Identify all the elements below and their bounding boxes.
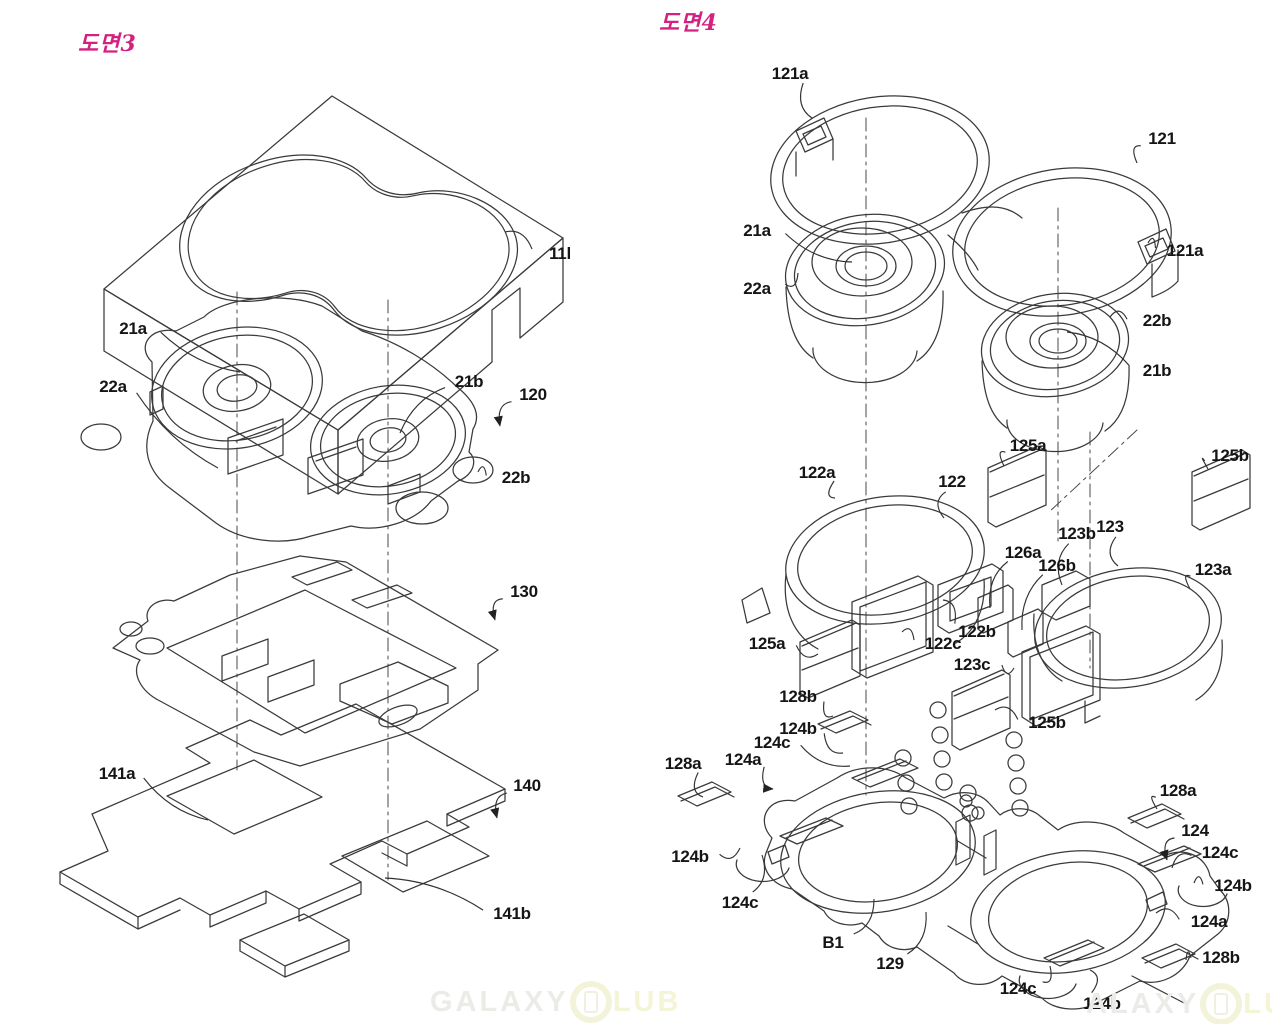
part-label-22a: 22a (743, 279, 771, 298)
watermark-galaxyclub-left: GALAXY LUB (430, 981, 681, 1023)
part-label-129: 129 (876, 954, 903, 973)
part-label-122a: 122a (799, 463, 836, 482)
part-label-21b: 21b (455, 372, 483, 391)
part-label-126a: 126a (1005, 543, 1042, 562)
part-label-11l: 11l (549, 244, 571, 263)
part-label-124b: 124b (1214, 876, 1252, 895)
leader-line-120 (499, 402, 511, 426)
part-label-141b: 141b (493, 904, 531, 923)
part-label-125a: 125a (1010, 436, 1047, 455)
part-label-22a: 22a (99, 377, 127, 396)
leader-line-22b (1110, 311, 1127, 319)
leader-line-121 (1134, 146, 1141, 163)
leader-line-124c (1172, 854, 1192, 868)
leader-line-126b (1022, 575, 1043, 630)
part-label-123: 123 (1096, 517, 1123, 536)
part-label-121a: 121a (1167, 241, 1204, 260)
part-label-B1: B1 (822, 933, 843, 952)
watermark-text-accent: LUB (613, 986, 682, 1019)
phone-in-circle-icon (1200, 983, 1242, 1024)
part-label-126b: 126b (1038, 556, 1076, 575)
part-label-125b: 125b (1211, 446, 1249, 465)
leader-line-122a (829, 481, 835, 498)
part-label-124a: 124a (725, 750, 762, 769)
part-label-124c: 124c (722, 893, 759, 912)
leader-line-124a (763, 767, 773, 789)
leader-line-125b (995, 707, 1018, 719)
part-label-125b: 125b (1028, 713, 1066, 732)
figure3-drawing (60, 96, 563, 977)
part-label-121: 121 (1148, 129, 1175, 148)
leader-line-22b (478, 467, 486, 476)
part-label-22b: 22b (1143, 311, 1171, 330)
leader-line-124b (720, 848, 740, 858)
leader-line-141b (385, 878, 483, 910)
leader-line-124c (753, 855, 765, 892)
watermark-text-accent: LUB (1243, 988, 1272, 1021)
leader-line-122c (902, 629, 914, 640)
leader-line-B1 (854, 899, 874, 934)
part-label-21b: 21b (1143, 361, 1171, 380)
part-label-124c: 124c (1202, 843, 1239, 862)
part-label-121a: 121a (772, 64, 809, 83)
part-label-21a: 21a (743, 221, 771, 240)
leader-line-124b (1194, 877, 1203, 885)
part-label-123a: 123a (1195, 560, 1232, 579)
leader-line-123c (1002, 665, 1014, 674)
part-label-124: 124 (1181, 821, 1209, 840)
ball-bearings (895, 702, 1028, 821)
part-label-122b: 122b (958, 622, 996, 641)
part-label-122: 122 (938, 472, 965, 491)
figure4-drawing (678, 81, 1250, 1009)
leader-line-128b (824, 702, 833, 717)
part-label-128a: 128a (1160, 781, 1197, 800)
phone-in-circle-icon (570, 981, 612, 1023)
part-label-123b: 123b (1058, 524, 1096, 543)
part-label-22b: 22b (502, 468, 530, 487)
watermark-galaxyclub-right: ALAXY LUB (1086, 983, 1272, 1024)
part-label-123c: 123c (954, 655, 991, 674)
figure3-labels: 11l 21a 22a 21b 120 22b 130 141a 140 141b (99, 231, 571, 923)
part-label-125a: 125a (749, 634, 786, 653)
part-label-128b: 128b (779, 687, 817, 706)
part-label-124c: 124c (1000, 979, 1037, 998)
part-label-140: 140 (513, 776, 540, 795)
part-label-21a: 21a (119, 319, 147, 338)
part-label-120: 120 (519, 385, 546, 404)
part-label-124b: 124b (671, 847, 709, 866)
watermark-text-gray: ALAXY (1086, 988, 1199, 1021)
part-label-141a: 141a (99, 764, 136, 783)
part-label-128a: 128a (665, 754, 702, 773)
leader-line-124c (1043, 966, 1051, 982)
leader-line-124b (824, 733, 843, 753)
leader-line-124a (1156, 909, 1179, 920)
leader-line-124c (801, 745, 850, 766)
leader-line-124 (1165, 838, 1175, 860)
part-label-122c: 122c (925, 634, 962, 653)
leader-line-130 (493, 599, 503, 620)
leader-line-125a (1000, 452, 1005, 466)
leader-line-121a (801, 83, 812, 118)
part-label-130: 130 (510, 582, 537, 601)
part-label-124a: 124a (1191, 912, 1228, 931)
watermark-text-gray: GALAXY (430, 986, 569, 1019)
leader-line-123 (1110, 537, 1118, 566)
part-label-128b: 128b (1202, 948, 1240, 967)
